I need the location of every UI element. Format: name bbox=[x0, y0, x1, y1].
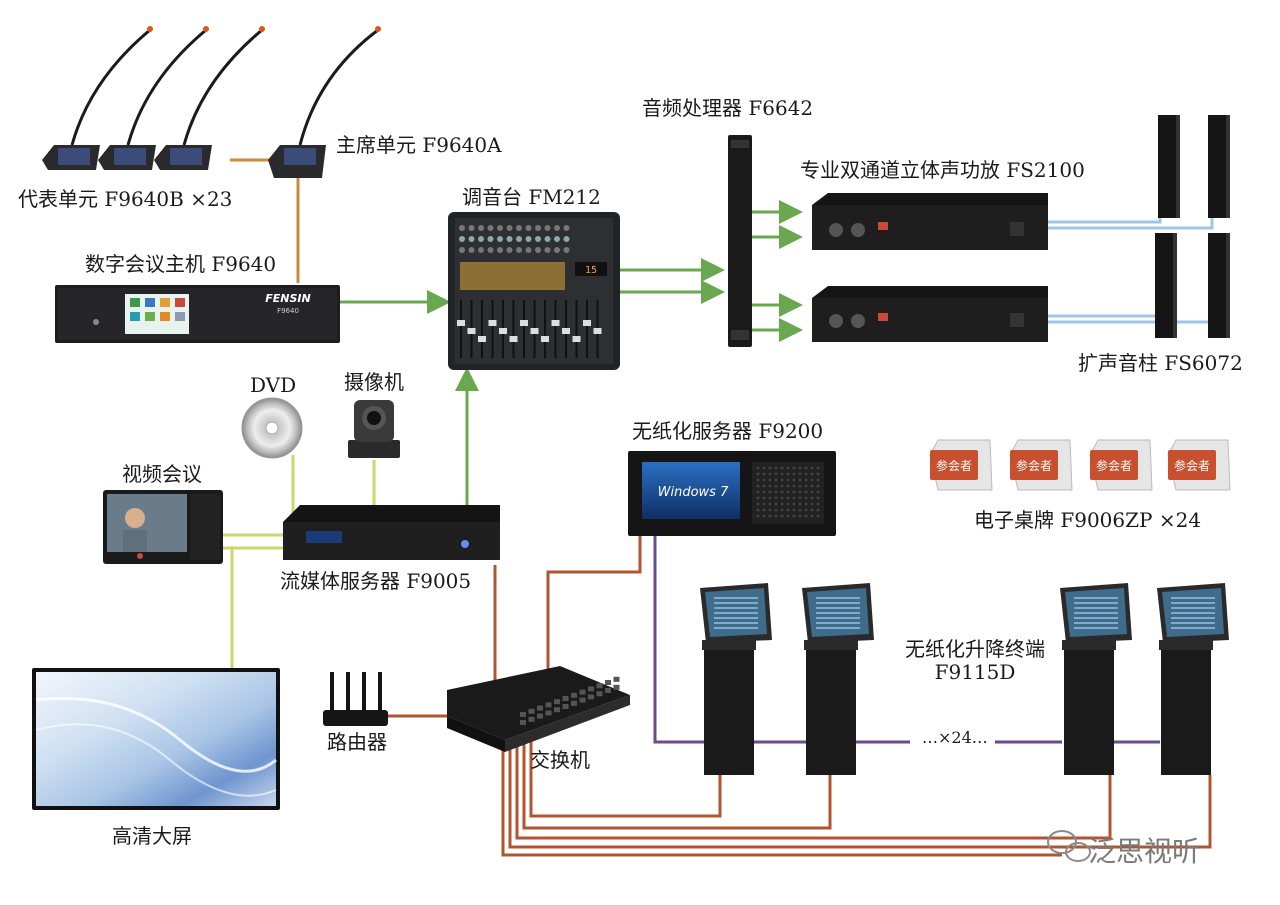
nameplate-text: 参会者 bbox=[936, 458, 972, 473]
streaming-server-label: 流媒体服务器 F9005 bbox=[280, 569, 472, 593]
rack-host-icon: FENSIN F9640 bbox=[55, 285, 340, 343]
microphone-icon bbox=[154, 26, 265, 170]
lift-terminals bbox=[700, 583, 1229, 775]
lift-terminal-label-line1: 无纸化升降终端 bbox=[905, 637, 1045, 661]
microphone-icon bbox=[268, 26, 381, 178]
processor-icon bbox=[728, 135, 752, 347]
dvd-label: DVD bbox=[250, 373, 297, 397]
delegate-unit-label: 代表单元 F9640B ×23 bbox=[18, 187, 233, 211]
e-nameplate-label: 电子桌牌 F9006ZP ×24 bbox=[974, 508, 1202, 532]
audio-processor-label: 音频处理器 F6642 bbox=[642, 96, 814, 120]
lift-terminal-label: 无纸化升降终端 F9115D bbox=[895, 638, 1055, 684]
svg-text:15: 15 bbox=[585, 265, 597, 276]
delegate-units bbox=[42, 26, 265, 170]
nameplate-icon: 参会者 bbox=[1167, 439, 1231, 491]
lift-terminal-icon bbox=[1060, 583, 1132, 775]
video-conference-icon bbox=[103, 490, 223, 564]
speaker-column-icon bbox=[1155, 233, 1177, 338]
amplifier-icon bbox=[812, 286, 1048, 342]
terminal-count-label: …×24… bbox=[922, 728, 988, 747]
paperless-server: Windows 7 bbox=[628, 451, 836, 536]
amplifier-icon bbox=[812, 193, 1048, 250]
speaker-column-icon bbox=[1208, 233, 1230, 338]
nameplate-text: 参会者 bbox=[1174, 458, 1210, 473]
mixer-icon: 15 bbox=[448, 212, 620, 370]
amplifiers bbox=[812, 193, 1048, 342]
streaming-server bbox=[283, 505, 500, 560]
host-brand-text: FENSIN bbox=[265, 292, 310, 305]
lift-terminal-label-line2: F9115D bbox=[934, 660, 1016, 684]
lift-terminal-icon bbox=[1157, 583, 1229, 775]
nameplate-icon: 参会者 bbox=[1009, 439, 1073, 491]
paperless-server-icon: Windows 7 bbox=[628, 451, 836, 536]
microphone-icon bbox=[42, 26, 153, 170]
microphone-icon bbox=[98, 26, 209, 170]
conference-host: FENSIN F9640 bbox=[55, 285, 340, 343]
speaker-columns bbox=[1155, 115, 1230, 338]
wechat-icon bbox=[1047, 830, 1091, 862]
router-icon bbox=[323, 672, 388, 726]
nameplate-text: 参会者 bbox=[1096, 458, 1132, 473]
paperless-server-label: 无纸化服务器 F9200 bbox=[632, 419, 824, 443]
video-conference-label: 视频会议 bbox=[122, 462, 202, 486]
audio-processor bbox=[728, 135, 752, 347]
nameplate-icon: 参会者 bbox=[929, 439, 993, 491]
lift-terminal-icon bbox=[700, 583, 772, 775]
mixer-label: 调音台 FM212 bbox=[462, 185, 601, 209]
speaker-column-label: 扩声音柱 FS6072 bbox=[1078, 351, 1243, 375]
hd-screen-label: 高清大屏 bbox=[112, 824, 192, 848]
watermark-text: 泛思视听 bbox=[1088, 835, 1201, 868]
nameplate-text: 参会者 bbox=[1016, 458, 1052, 473]
host-model-text: F9640 bbox=[277, 307, 299, 315]
mixer: 15 bbox=[448, 212, 620, 370]
ptz-camera-icon bbox=[348, 400, 400, 458]
router-label: 路由器 bbox=[327, 730, 387, 754]
e-nameplates: 参会者 参会者 参会者 参会者 bbox=[929, 439, 1231, 491]
conference-host-label: 数字会议主机 F9640 bbox=[85, 252, 277, 276]
display-screen-icon bbox=[32, 668, 280, 810]
streaming-server-icon bbox=[283, 505, 500, 560]
os-name-text: Windows 7 bbox=[658, 485, 729, 500]
chair-unit bbox=[268, 26, 381, 178]
speaker-column-icon bbox=[1208, 115, 1230, 218]
speaker-column-icon bbox=[1158, 115, 1180, 218]
lift-terminal-icon bbox=[802, 583, 874, 775]
chair-unit-label: 主席单元 F9640A bbox=[336, 133, 502, 157]
amplifier-label: 专业双通道立体声功放 FS2100 bbox=[800, 158, 1085, 182]
switch-icon bbox=[447, 666, 630, 752]
camera-label: 摄像机 bbox=[344, 370, 404, 394]
nameplate-icon: 参会者 bbox=[1089, 439, 1153, 491]
dvd-disc-icon bbox=[241, 397, 303, 459]
switch-label: 交换机 bbox=[530, 748, 590, 772]
